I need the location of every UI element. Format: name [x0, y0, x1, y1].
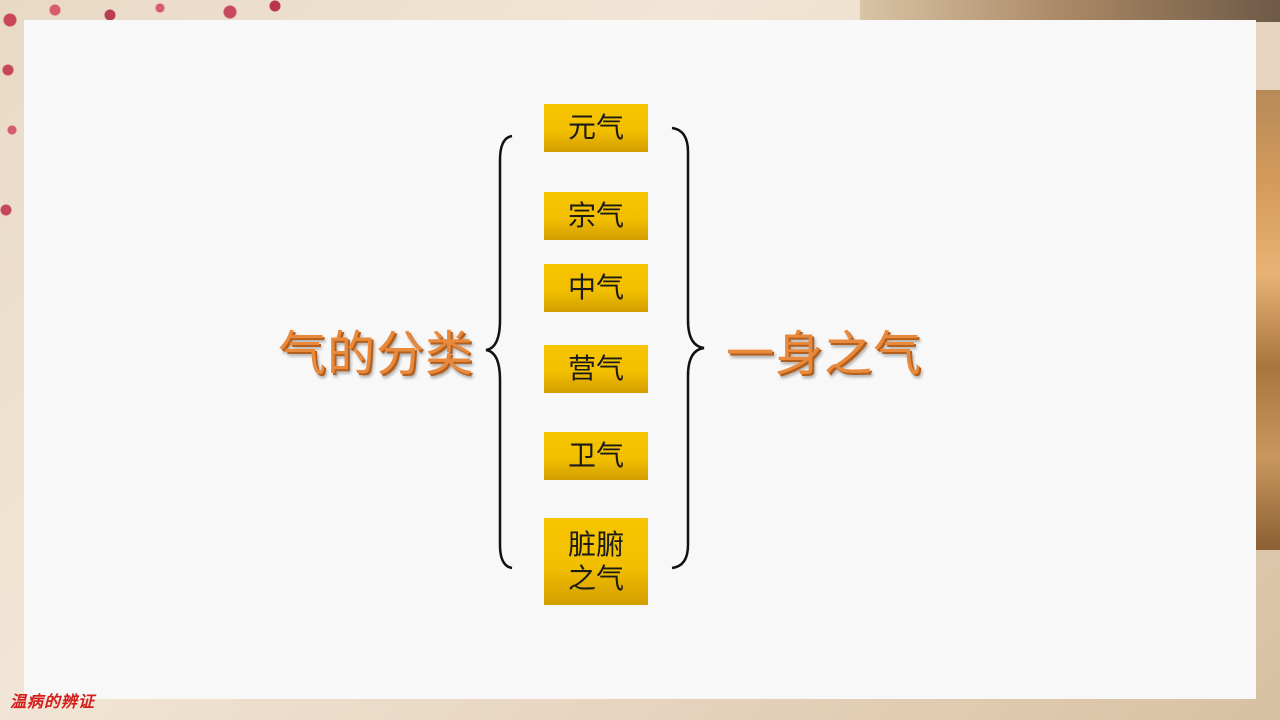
item-box-yuanqi: 元气 — [544, 104, 648, 152]
right-brace — [671, 126, 705, 570]
top-border-decoration — [860, 0, 1280, 22]
category-title: 气的分类 — [278, 326, 475, 382]
item-box-zhongqi: 中气 — [544, 264, 648, 312]
item-box-weiqi: 卫气 — [544, 432, 648, 480]
left-brace — [485, 134, 513, 570]
item-box-yingqi: 营气 — [544, 345, 648, 393]
side-image-decoration — [1252, 90, 1280, 550]
item-box-zangfu-zhiqi: 脏腑 之气 — [544, 518, 648, 605]
footer-label: 温病的辨证 — [10, 692, 96, 711]
item-box-zongqi: 宗气 — [544, 192, 648, 240]
result-title: 一身之气 — [726, 326, 923, 382]
